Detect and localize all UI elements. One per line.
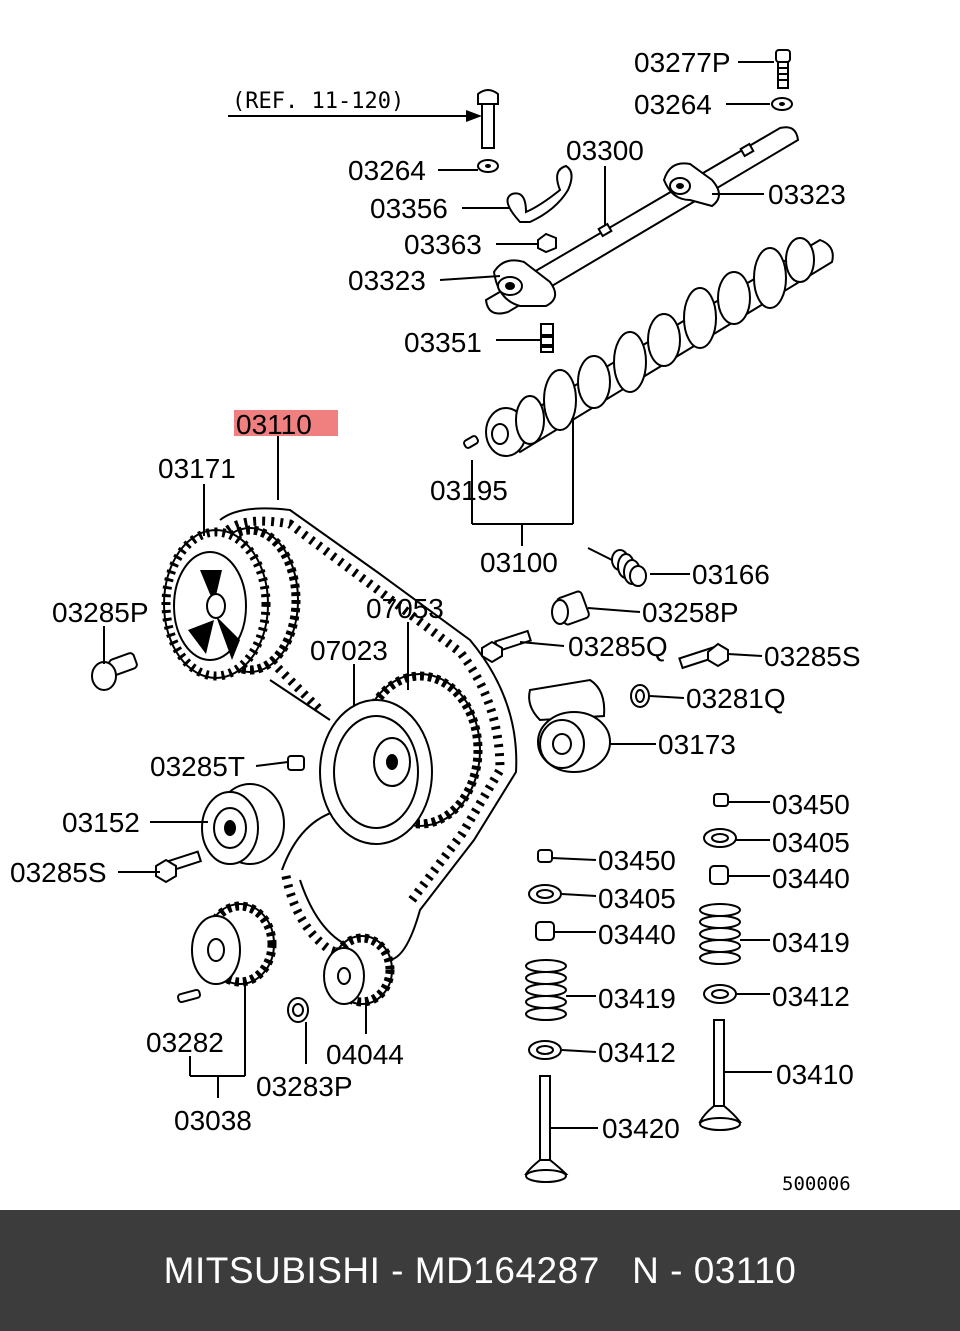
label-03405-mid: 03405 bbox=[598, 883, 676, 914]
label-03152: 03152 bbox=[62, 807, 140, 838]
label-03281Q: 03281Q bbox=[686, 683, 786, 714]
label-03420: 03420 bbox=[602, 1113, 680, 1144]
nut-03363 bbox=[537, 232, 557, 254]
label-04044: 04044 bbox=[326, 1039, 404, 1070]
label-03412-mid: 03412 bbox=[598, 1037, 676, 1068]
label-03038: 03038 bbox=[174, 1105, 252, 1136]
label-03282: 03282 bbox=[146, 1027, 224, 1058]
seat-03412-right bbox=[703, 984, 737, 1004]
valve-03420 bbox=[524, 1075, 569, 1183]
seat-03405-mid bbox=[528, 884, 562, 904]
washer-03264-top bbox=[771, 97, 793, 111]
highlight-03110 bbox=[234, 410, 338, 436]
screw-03351 bbox=[540, 323, 554, 353]
seat-03412-mid bbox=[528, 1040, 562, 1060]
parts-diagram: (REF. 11-120) bbox=[10, 47, 861, 1195]
label-03440-mid: 03440 bbox=[598, 919, 676, 950]
label-03450-right: 03450 bbox=[772, 789, 850, 820]
crank-gear-03038 bbox=[191, 901, 277, 987]
pin-03282 bbox=[177, 988, 201, 1004]
label-03440-right: 03440 bbox=[772, 863, 850, 894]
label-03285T: 03285T bbox=[150, 751, 245, 782]
nut-03283P bbox=[287, 997, 309, 1023]
label-03323-left: 03323 bbox=[348, 265, 426, 296]
cam-sprocket-03171 bbox=[161, 525, 301, 681]
valve-03410 bbox=[698, 1019, 743, 1131]
label-03171: 03171 bbox=[158, 453, 236, 484]
rocker-arm-03323-right bbox=[662, 162, 720, 208]
label-03356: 03356 bbox=[370, 193, 448, 224]
bolt-03285P bbox=[91, 652, 138, 691]
seal-03440-mid bbox=[535, 921, 555, 941]
label-03300: 03300 bbox=[566, 135, 644, 166]
spring-clip-03356 bbox=[506, 164, 573, 223]
label-03173: 03173 bbox=[658, 729, 736, 760]
rocker-shaft-03300 bbox=[484, 126, 800, 315]
idler-pulley-03152 bbox=[201, 783, 285, 865]
reference-label: (REF. 11-120) bbox=[232, 89, 404, 114]
label-03323-right: 03323 bbox=[768, 179, 846, 210]
label-03195: 03195 bbox=[430, 475, 508, 506]
dowel-pin-03195 bbox=[463, 435, 479, 449]
label-03419-mid: 03419 bbox=[598, 983, 676, 1014]
label-03419-right: 03419 bbox=[772, 927, 850, 958]
seal-03440-right bbox=[709, 865, 729, 885]
spring-03419-right bbox=[699, 903, 741, 965]
retainer-03450-mid bbox=[537, 849, 553, 863]
diagram-code: 500006 bbox=[782, 1173, 851, 1195]
crank-sprocket-07023 bbox=[319, 671, 483, 845]
spring-03419-mid bbox=[525, 959, 567, 1021]
label-03258P: 03258P bbox=[642, 597, 739, 628]
label-03285S-left: 03285S bbox=[10, 857, 107, 888]
retainer-03450-right bbox=[713, 793, 729, 807]
label-03351: 03351 bbox=[404, 327, 482, 358]
camshaft-03100 bbox=[485, 237, 834, 457]
label-03450-mid: 03450 bbox=[598, 845, 676, 876]
rocker-arm-03323-left bbox=[492, 259, 557, 307]
label-03264-top: 03264 bbox=[634, 89, 712, 120]
label-07023: 07023 bbox=[310, 635, 388, 666]
bolt-03285S-left bbox=[155, 850, 203, 884]
washer-03281Q bbox=[630, 684, 650, 708]
reference-arrowhead bbox=[466, 110, 482, 122]
footer-bar: MITSUBISHI - MD164287 N - 03110 bbox=[0, 1210, 960, 1331]
label-03405-right: 03405 bbox=[772, 827, 850, 858]
bolt-03285T bbox=[287, 755, 305, 771]
tensioner-03173 bbox=[528, 678, 611, 773]
seat-03405-right bbox=[703, 828, 737, 848]
label-03264: 03264 bbox=[348, 155, 426, 186]
plug-03258P bbox=[551, 590, 590, 626]
label-03166: 03166 bbox=[692, 559, 770, 590]
label-03410: 03410 bbox=[776, 1059, 854, 1090]
label-03363: 03363 bbox=[404, 229, 482, 260]
label-03283P: 03283P bbox=[256, 1071, 353, 1102]
footer-part-info: MITSUBISHI - MD164287 N - 03110 bbox=[163, 1249, 797, 1291]
label-03285P: 03285P bbox=[52, 597, 149, 628]
label-03100: 03100 bbox=[480, 547, 558, 578]
label-07053: 07053 bbox=[366, 593, 444, 624]
bolt-03285Q bbox=[481, 629, 532, 664]
bolt-03264-assembly bbox=[477, 89, 499, 173]
spring-03166 bbox=[587, 547, 647, 587]
bolt-03277P bbox=[775, 49, 791, 89]
label-03285S-right: 03285S bbox=[764, 641, 861, 672]
leader-lines bbox=[118, 61, 774, 1129]
bolt-03285S-right bbox=[678, 642, 729, 670]
label-03110: 03110 bbox=[236, 409, 312, 440]
label-03285Q: 03285Q bbox=[568, 631, 668, 662]
label-03412-right: 03412 bbox=[772, 981, 850, 1012]
label-03277P: 03277P bbox=[634, 47, 731, 78]
sprocket-04044 bbox=[323, 933, 395, 1007]
